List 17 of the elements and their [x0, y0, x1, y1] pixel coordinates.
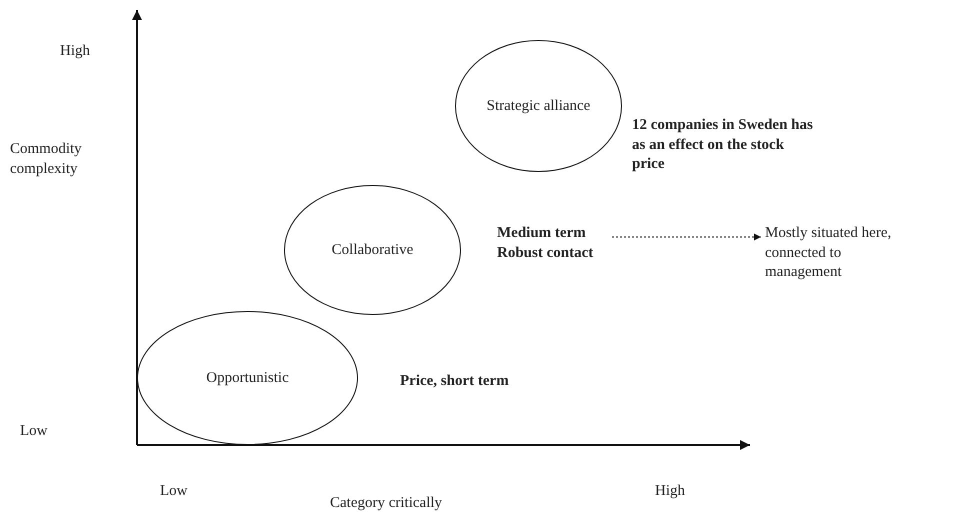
axis-label: Commodity complexity: [10, 140, 83, 178]
ellipse: [284, 185, 461, 315]
axis-label: Price, short term: [400, 372, 510, 391]
axis-label: High: [60, 42, 91, 61]
ellipse-label: Strategic alliance: [486, 98, 590, 114]
axis-label: Low: [20, 422, 48, 441]
axis-label: Category critically: [330, 494, 444, 513]
ellipse: [137, 311, 358, 445]
ellipse: [455, 40, 622, 172]
ellipse-label: Collaborative: [332, 242, 414, 258]
text-note: Medium term Robust contact: [497, 224, 607, 263]
axis-label: High: [655, 482, 686, 501]
axis-label: Low: [160, 482, 188, 501]
dotted-arrow: [612, 234, 762, 240]
text-note: Mostly situated here, connected to management: [765, 224, 915, 282]
axis-label: 12 companies in Sweden has as an effect on the stock price: [632, 116, 814, 174]
ellipse-label: Opportunistic: [206, 370, 289, 386]
